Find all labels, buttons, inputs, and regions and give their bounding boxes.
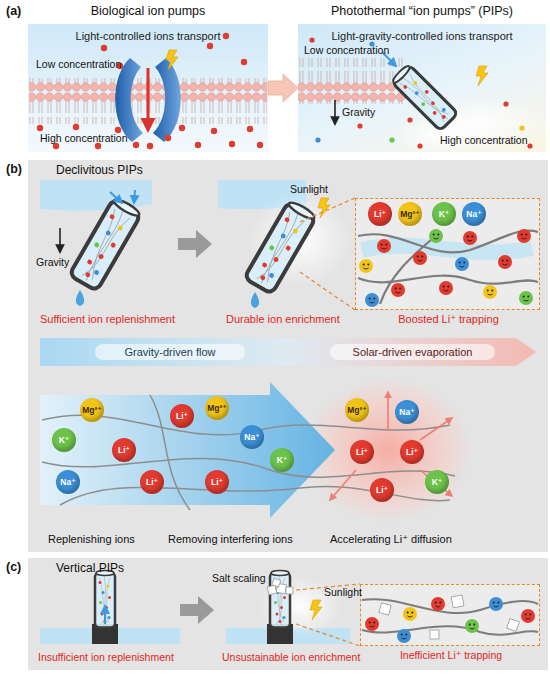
transition-arrow [268,74,298,102]
note-label: Salt scaling [212,572,266,585]
band-label: Gravity-driven flow [95,344,245,360]
ion-symbol: Li⁺ [400,440,424,464]
light-label: Sunlight [324,586,362,599]
panel-subtitle: Light-controlled ions transport [28,30,268,43]
force-label: Gravity [36,256,69,269]
ion-symbol: Na⁺ [56,470,80,494]
force-label: Gravity [342,106,375,119]
panel-letter: (a) [6,4,21,19]
ion-symbol: Mg²⁺ [80,398,104,422]
panel-title: Vertical PIPs [56,561,124,575]
ion-symbol: Li⁺ [205,470,229,494]
ion-symbol: Na⁺ [462,202,486,226]
ion-symbol: Li⁺ [370,478,394,502]
ion-symbol: K⁺ [52,428,76,452]
panel-box: Photothermal “ion pumps” (PIPs)Light-gra… [298,24,546,152]
ion-symbol: Mg²⁺ [345,398,369,422]
ion-symbol: Na⁺ [395,400,419,424]
process-label: Accelerating Li⁺ diffusion [330,533,452,546]
ion-symbol: Li⁺ [350,440,374,464]
ion-symbol: Na⁺ [240,425,264,449]
panel-letter: (b) [6,162,22,177]
ion-symbol: K⁺ [425,470,449,494]
process-label: Replenishing ions [48,533,135,546]
ion-symbol: Li⁺ [170,404,194,428]
process-band: Gravity-driven flow Solar-driven evaporat… [40,338,536,366]
region-label: Low concentration [36,58,121,71]
light-label: Sunlight [290,183,328,196]
ion-symbol: K⁺ [270,448,294,472]
red-caption: Durable ion enrichment [226,313,340,326]
panel-subtitle: Light-gravity-controlled ions transport [298,30,546,43]
ion-symbol: Li⁺ [140,470,164,494]
panel-heading: Biological ion pumps [28,4,268,19]
region-label: High concentration [40,132,128,145]
red-caption: Boosted Li⁺ trapping [356,313,541,326]
region-label: High concentration [440,134,528,147]
zoom-inset: Inefficient Li⁺ trapping [360,584,540,646]
panel-heading: Photothermal “ion pumps” (PIPs) [298,4,546,19]
red-caption: Insufficient ion replenishment [38,651,174,664]
red-caption: Unsustainable ion enrichment [222,651,360,664]
red-caption: Inefficient Li⁺ trapping [361,649,541,662]
region-label: Low concentration [304,44,389,57]
ion-symbol: Mg²⁺ [398,202,422,226]
ion-symbol: Mg²⁺ [205,396,229,420]
ion-symbol: Li⁺ [112,438,136,462]
panel-title: Declivitous PIPs [56,163,143,177]
process-label: Removing interfering ions [168,533,293,546]
panel-letter: (c) [6,560,21,575]
band-label: Solar-driven evaporation [330,344,495,360]
red-caption: Sufficient ion replenishment [40,313,175,326]
ion-symbol: K⁺ [432,202,456,226]
ion-symbol: Li⁺ [368,202,392,226]
